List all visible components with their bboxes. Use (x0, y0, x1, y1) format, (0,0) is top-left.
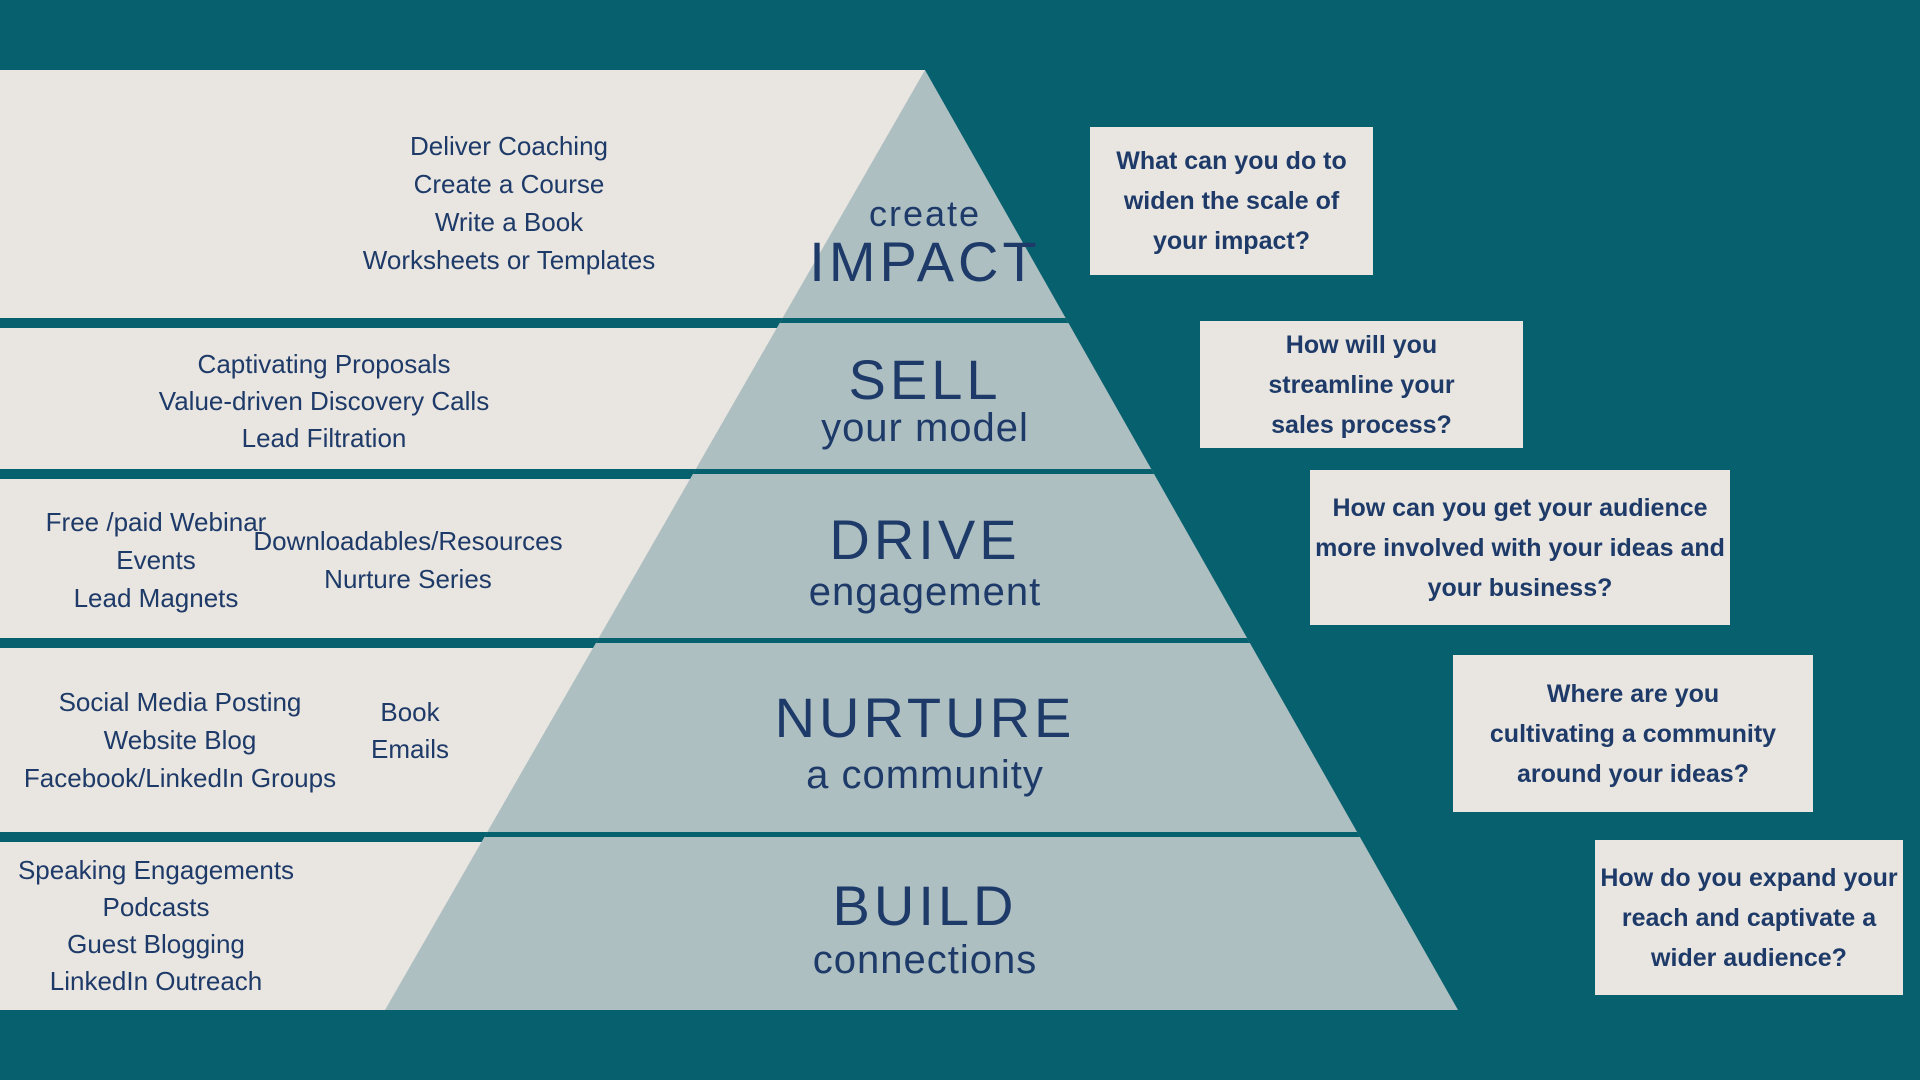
question-line: more involved with your ideas and (1315, 533, 1725, 562)
item-line: Facebook/LinkedIn Groups (23, 763, 337, 793)
item-line: Speaking Engagements (17, 855, 295, 885)
item-line: Social Media Posting (58, 687, 302, 717)
items-sell: Captivating Proposals Value-driven Disco… (159, 346, 489, 457)
item-line: Deliver Coaching (410, 131, 608, 161)
item-line: Value-driven Discovery Calls (158, 386, 490, 416)
item-line: Book (380, 697, 440, 727)
question-line: reach and captivate a (1621, 903, 1877, 932)
question-line: wider audience? (1651, 943, 1847, 972)
item-line: Emails (370, 734, 450, 764)
item-line: Worksheets or Templates (362, 245, 656, 275)
pyramid-label-nurture-primary: NURTURE (774, 686, 1076, 749)
items-drive-col-b: Downloadables/Resources Nurture Series (253, 522, 562, 598)
items-nurture-col-b: Book Emails (371, 694, 449, 768)
question-line: How will you (1285, 330, 1438, 359)
question-line: cultivating a community (1489, 719, 1777, 748)
pyramid-label-build-primary: BUILD (832, 874, 1018, 937)
pyramid-divider-line-1 (385, 318, 1458, 323)
items-nurture-col-a: Social Media Posting Website Blog Facebo… (24, 683, 336, 797)
question-line: your impact? (1153, 227, 1310, 255)
pyramid-divider-line-4 (385, 832, 1458, 837)
pyramid-label-drive-primary: DRIVE (829, 508, 1021, 571)
item-line: Downloadables/Resources (253, 526, 563, 556)
item-line: Lead Magnets (73, 583, 239, 613)
pyramid-label-build-secondary: connections (812, 938, 1038, 982)
item-line: Captivating Proposals (197, 349, 451, 379)
item-line: Lead Filtration (241, 423, 407, 453)
pyramid-label-nurture-secondary: a community (806, 753, 1044, 797)
item-line: Write a Book (434, 207, 584, 237)
item-line: Podcasts (102, 892, 210, 922)
question-line: your business? (1427, 573, 1613, 602)
level-band-impact (0, 70, 925, 318)
pyramid-label-sell-primary: SELL (848, 348, 1002, 411)
item-line: Website Blog (103, 725, 257, 755)
question-line: widen the scale of (1123, 187, 1340, 215)
pyramid-label-sell-secondary: your model (821, 406, 1029, 450)
question-line: streamline your (1268, 370, 1455, 399)
question-box-sell: How will you streamline your sales proce… (1200, 321, 1523, 448)
items-drive-col-a: Free /paid Webinar Events Lead Magnets (46, 503, 267, 617)
pyramid-label-drive-secondary: engagement (808, 570, 1042, 614)
pyramid-label-impact-secondary: create (868, 193, 982, 234)
item-line: Guest Blogging (67, 929, 245, 959)
pyramid-divider-line-3 (385, 638, 1458, 643)
item-line: Create a Course (413, 169, 605, 199)
question-line: How do you expand your (1600, 863, 1898, 892)
item-line: LinkedIn Outreach (49, 966, 263, 996)
pyramid-label-impact-primary: IMPACT (809, 230, 1041, 293)
items-impact: Deliver Coaching Create a Course Write a… (363, 127, 655, 279)
item-line: Events (116, 545, 196, 575)
question-line: How can you get your audience (1332, 493, 1708, 522)
item-line: Free /paid Webinar (45, 507, 267, 537)
pyramid-divider-line-2 (385, 469, 1458, 474)
items-build: Speaking Engagements Podcasts Guest Blog… (18, 852, 294, 1000)
question-line: Where are you (1546, 679, 1720, 708)
question-box-nurture: Where are you cultivating a community ar… (1453, 655, 1813, 812)
question-line: around your ideas? (1517, 759, 1749, 788)
question-line: sales process? (1271, 410, 1452, 439)
question-box-build: How do you expand your reach and captiva… (1595, 840, 1903, 995)
item-line: Nurture Series (324, 564, 492, 594)
question-line: What can you do to (1116, 147, 1347, 175)
question-box-drive: How can you get your audience more invol… (1310, 470, 1730, 625)
question-box-impact: What can you do to widen the scale of yo… (1090, 127, 1373, 275)
